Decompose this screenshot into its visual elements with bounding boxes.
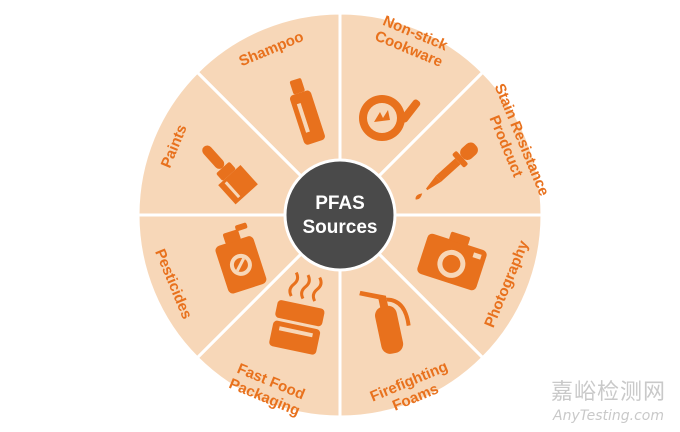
center-title-line2: Sources [303, 217, 378, 238]
watermark-english: AnyTesting.com [553, 408, 664, 424]
paint-brush-icon [202, 145, 258, 205]
center-title-line1: PFAS [315, 193, 365, 214]
segment-shampoo [195, 11, 342, 219]
segment-fast-food-packaging [195, 211, 342, 419]
center-hub: PFAS Sources [283, 158, 397, 272]
segment-photography [336, 213, 544, 360]
spray-can-icon [215, 222, 267, 294]
camera-icon [417, 231, 487, 291]
shampoo-bottle-icon [289, 78, 325, 145]
watermark-chinese: 嘉峪检测网 [550, 380, 666, 405]
segment-firefighting-foams [338, 211, 485, 419]
segment-paints [136, 70, 344, 217]
frying-pan-icon [359, 95, 421, 141]
segment-stain-resistance-product [336, 70, 544, 217]
fire-extinguisher-icon [359, 290, 411, 354]
dropper-icon [415, 142, 478, 200]
food-container-icon [269, 271, 325, 355]
